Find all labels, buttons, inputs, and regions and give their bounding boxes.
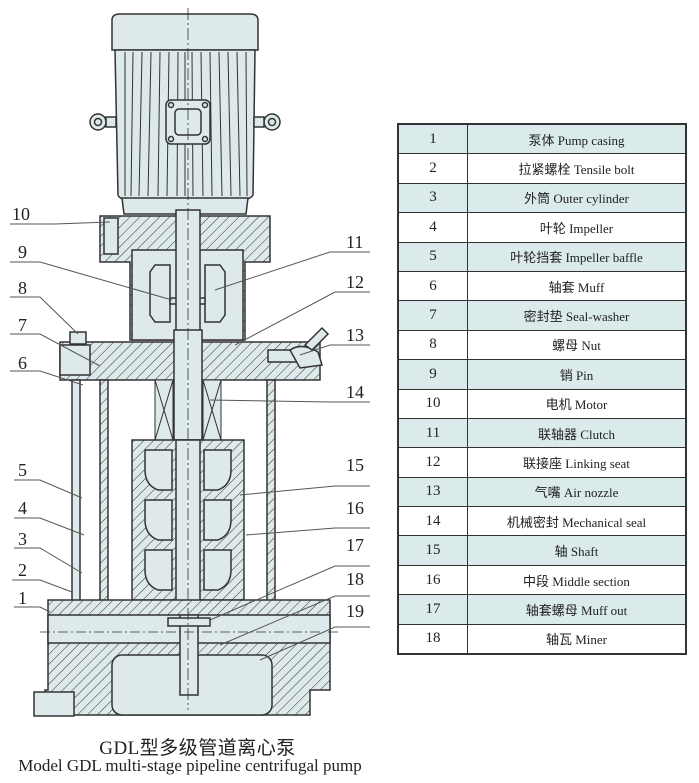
part-number-cell: 18 [397, 623, 468, 655]
callout-19: 19 [346, 601, 364, 621]
part-name-cell: 泵体 Pump casing [467, 123, 687, 155]
callout-5: 5 [18, 460, 27, 480]
callout-2: 2 [18, 560, 27, 580]
part-name-cell: 轴瓦 Miner [467, 623, 687, 655]
part-name-cell: 叶轮 Impeller [467, 212, 687, 243]
callout-4: 4 [18, 498, 27, 518]
part-number-cell: 14 [397, 506, 468, 537]
part-name-cell: 气嘴 Air nozzle [467, 476, 687, 508]
callout-13: 13 [346, 325, 364, 345]
callout-6: 6 [18, 353, 27, 373]
part-number-cell: 8 [397, 329, 468, 361]
outer-cylinder-wall-left [99, 379, 109, 606]
nut-left [59, 344, 91, 376]
part-number-cell: 10 [397, 388, 468, 419]
callout-15: 15 [346, 455, 364, 475]
lifting-eye-left [89, 113, 117, 131]
base-foot [33, 691, 75, 717]
diagram-caption-english: Model GDL multi-stage pipeline centrifug… [18, 756, 362, 775]
part-name-cell: 轴套 Muff [467, 270, 687, 302]
part-name-cell: 密封垫 Seal-washer [467, 300, 687, 331]
part-name-cell: 中段 Middle section [467, 564, 687, 596]
part-number-cell: 9 [397, 359, 468, 390]
motor [89, 13, 281, 215]
part-number-cell: 2 [397, 153, 468, 184]
part-name-cell: 拉紧螺栓 Tensile bolt [467, 153, 687, 184]
motor-flange [121, 197, 249, 215]
lifting-eye-right [253, 113, 281, 131]
callout-3: 3 [18, 529, 27, 549]
part-number-cell: 11 [397, 417, 468, 449]
part-number-cell: 7 [397, 300, 468, 331]
part-name-cell: 外筒 Outer cylinder [467, 182, 687, 214]
part-name-cell: 联轴器 Clutch [467, 417, 687, 449]
callout-leaders [10, 221, 370, 661]
motor-bolt [103, 217, 119, 255]
callout-9: 9 [18, 242, 27, 262]
callout-1: 1 [18, 588, 27, 608]
coupling-left [149, 264, 171, 323]
callout-labels-right: 11 12 13 14 15 16 17 18 19 [346, 232, 364, 621]
part-name-cell: 联接座 Linking seat [467, 447, 687, 478]
impellers [144, 449, 232, 591]
callout-11: 11 [346, 232, 363, 252]
part-number-cell: 17 [397, 594, 468, 625]
part-name-cell: 机械密封 Mechanical seal [467, 506, 687, 537]
part-name-cell: 轴 Shaft [467, 535, 687, 566]
part-number-cell: 16 [397, 564, 468, 596]
callout-labels-left: 10 9 8 7 6 5 4 3 2 1 [12, 204, 30, 608]
coupling-right [204, 264, 226, 323]
callout-12: 12 [346, 272, 364, 292]
callout-18: 18 [346, 569, 364, 589]
callout-8: 8 [18, 278, 27, 298]
muff-out-nut [167, 617, 211, 627]
miner-bearing [179, 614, 199, 696]
part-name-cell: 销 Pin [467, 359, 687, 390]
part-number-cell: 6 [397, 270, 468, 302]
callout-7: 7 [18, 315, 27, 335]
part-number-cell: 1 [397, 123, 468, 155]
part-number-cell: 4 [397, 212, 468, 243]
part-number-cell: 13 [397, 476, 468, 508]
pump-cross-section-diagram: 10 9 8 7 6 5 4 3 2 1 11 12 13 14 15 16 1… [10, 8, 370, 717]
part-number-cell: 3 [397, 182, 468, 214]
part-number-cell: 12 [397, 447, 468, 478]
callout-17: 17 [346, 535, 364, 555]
diagram-caption-chinese: GDL型多级管道离心泵 [99, 738, 296, 759]
callout-10: 10 [12, 204, 30, 224]
pump-casing [33, 599, 340, 717]
part-name-cell: 叶轮挡套 Impeller baffle [467, 241, 687, 272]
callout-14: 14 [346, 382, 364, 402]
motor-fan-cover [111, 13, 259, 51]
part-name-cell: 螺母 Nut [467, 329, 687, 361]
callout-16: 16 [346, 498, 364, 518]
part-number-cell: 15 [397, 535, 468, 566]
part-name-cell: 电机 Motor [467, 388, 687, 419]
mechanical-seal [154, 379, 222, 441]
part-number-cell: 5 [397, 241, 468, 272]
part-name-cell: 轴套螺母 Muff out [467, 594, 687, 625]
